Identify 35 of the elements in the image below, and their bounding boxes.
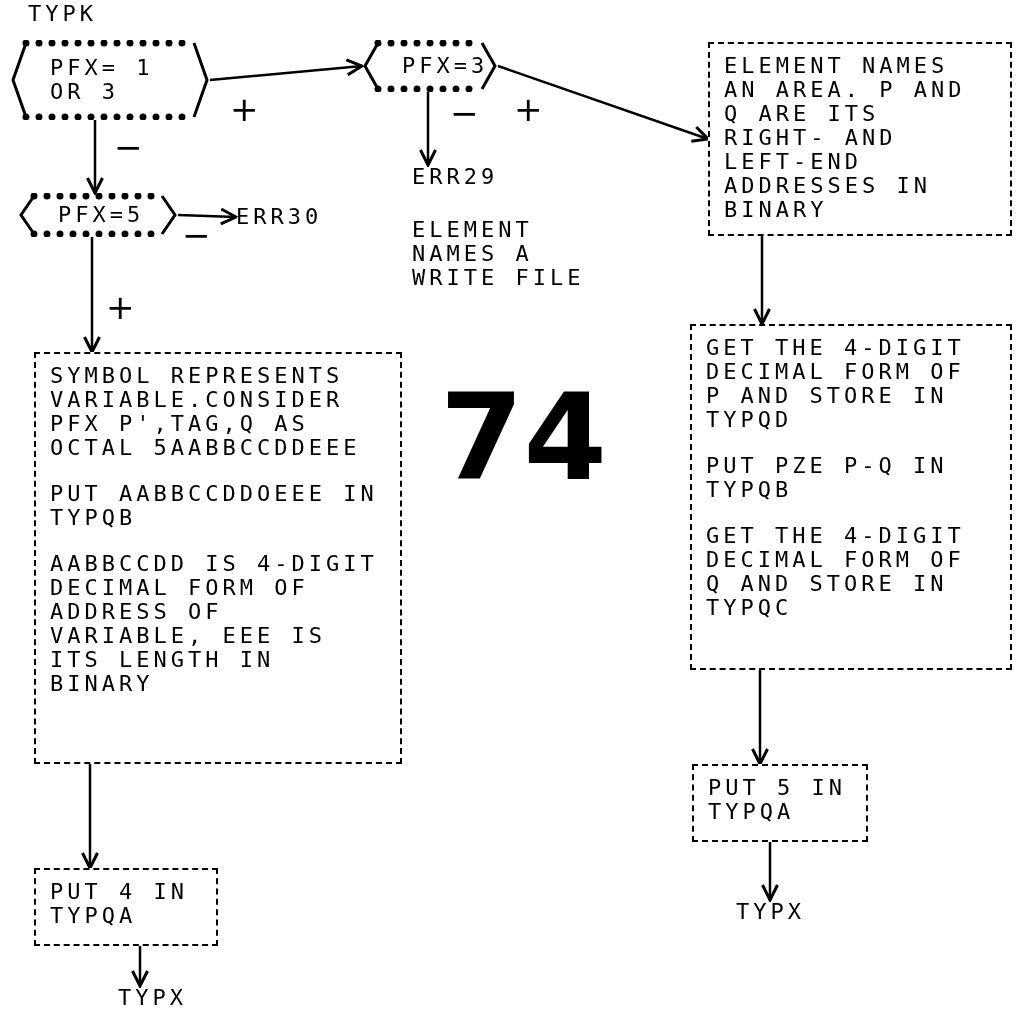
arrow: [761, 842, 779, 902]
arrow: [497, 64, 710, 143]
terminal-label: TYPX: [736, 900, 805, 924]
arrow: [177, 207, 238, 226]
arrow: [83, 237, 101, 354]
arrow: [81, 764, 99, 870]
arrow: [86, 120, 104, 195]
process-box: [34, 868, 218, 946]
process-box: [692, 764, 868, 842]
process-box: [34, 352, 402, 764]
condition-text: PFX=3: [402, 54, 489, 78]
process-text: PUT 4 IN TYPQA: [50, 880, 189, 928]
process-box: [708, 42, 1012, 236]
entry-label: TYPK: [28, 2, 97, 26]
arrow: [131, 946, 149, 988]
process-text: PUT 5 IN TYPQA: [708, 776, 847, 824]
process-text: PUT AABBCCDDOEEE IN TYPQB: [50, 482, 379, 530]
process-text: GET THE 4-DIGIT DECIMAL FORM OF Q AND STORE IN TYPQC: [706, 524, 966, 620]
arrow: [419, 92, 437, 167]
condition-text: PFX= 1 OR 3: [50, 56, 155, 104]
process-text: SYMBOL REPRESENTS VARIABLE.CONSIDER PFX P',TAG,Q AS OCTAL 5AABBCCDDEEE: [50, 364, 362, 460]
terminal-label: TYPX: [118, 986, 187, 1010]
terminal-label: ERR30: [236, 205, 323, 229]
process-text: AABBCCDD IS 4-DIGIT DECIMAL FORM OF ADDRESS OF VARIABLE, EEE IS ITS LENGTH IN BINARY: [50, 552, 379, 696]
page-number: 74: [440, 378, 607, 498]
arrow: [753, 236, 771, 326]
condition-text: PFX=5: [58, 203, 145, 227]
note-text: ELEMENT NAMES A WRITE FILE: [412, 218, 586, 290]
process-box: [690, 324, 1012, 670]
process-text: PUT PZE P-Q IN TYPQB: [706, 454, 949, 502]
process-text: ELEMENT NAMES AN AREA. P AND Q ARE ITS RIGHT- AND LEFT-END ADDRESSES IN BINARY: [724, 54, 967, 222]
terminal-label: ERR29: [412, 165, 499, 189]
process-text: GET THE 4-DIGIT DECIMAL FORM OF P AND STORE IN TYPQD: [706, 336, 966, 432]
arrow: [209, 58, 364, 82]
arrow: [751, 670, 769, 766]
